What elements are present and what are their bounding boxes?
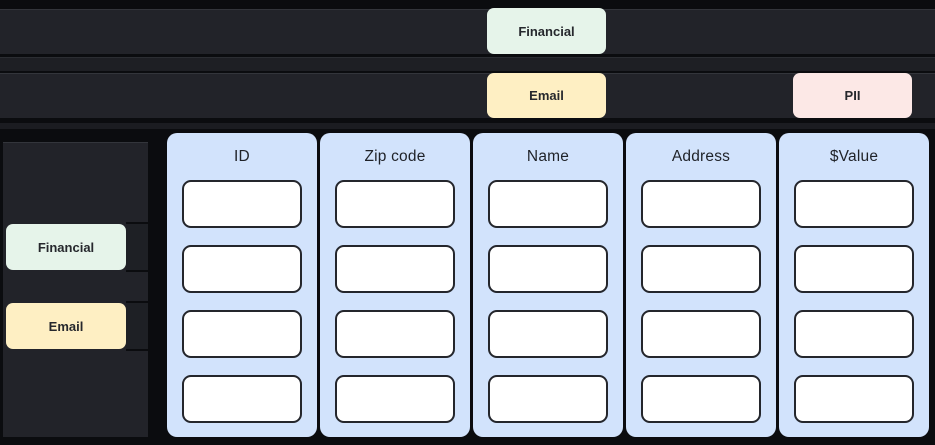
sidebar-row-stub-2 xyxy=(126,301,148,351)
top-row-divider-2 xyxy=(0,123,935,129)
table-cell xyxy=(641,310,761,358)
table-column-value: $Value xyxy=(779,133,929,437)
table-cell xyxy=(488,375,608,423)
top-row-1 xyxy=(0,9,935,54)
table-cell xyxy=(335,180,455,228)
table-cell xyxy=(182,245,302,293)
table-cell xyxy=(182,180,302,228)
table-cell xyxy=(641,375,761,423)
table-cell xyxy=(488,180,608,228)
table-cell xyxy=(182,310,302,358)
table-cell xyxy=(641,180,761,228)
sidebar-row-stub-1 xyxy=(126,222,148,272)
table-cell xyxy=(335,310,455,358)
table-column-id: ID xyxy=(167,133,317,437)
table-cell xyxy=(794,375,914,423)
email-tag-sidebar-label: Email xyxy=(48,318,84,334)
table-cell xyxy=(182,375,302,423)
column-header-value: $Value xyxy=(829,147,879,165)
email-tag-top-label: Email xyxy=(529,88,564,103)
financial-tag-sidebar-label: Financial xyxy=(37,239,95,255)
table-column-address: Address xyxy=(626,133,776,437)
table-cell xyxy=(335,375,455,423)
column-header-zipcode: Zip code xyxy=(364,147,426,165)
table-cell xyxy=(794,310,914,358)
sidebar-panel xyxy=(3,142,148,437)
table-cell xyxy=(488,245,608,293)
table-column-name: Name xyxy=(473,133,623,437)
pii-tag-top[interactable]: PII xyxy=(793,73,912,118)
table-cell xyxy=(641,245,761,293)
financial-tag-top[interactable]: Financial xyxy=(487,8,606,54)
email-tag-top[interactable]: Email xyxy=(487,73,606,118)
top-row-divider-1 xyxy=(0,57,935,71)
table-column-zipcode: Zip code xyxy=(320,133,470,437)
table-cell xyxy=(488,310,608,358)
email-tag-sidebar[interactable]: Email xyxy=(6,303,126,349)
table-cell xyxy=(335,245,455,293)
column-header-name: Name xyxy=(526,147,570,165)
table-cell xyxy=(794,180,914,228)
column-header-id: ID xyxy=(234,147,250,165)
data-table: ID Zip code Name Address xyxy=(167,133,929,437)
column-header-address: Address xyxy=(671,147,731,165)
financial-tag-sidebar[interactable]: Financial xyxy=(6,224,126,270)
table-cell xyxy=(794,245,914,293)
pii-tag-top-label: PII xyxy=(844,88,861,103)
top-row-2 xyxy=(0,73,935,118)
financial-tag-top-label: Financial xyxy=(518,23,575,39)
